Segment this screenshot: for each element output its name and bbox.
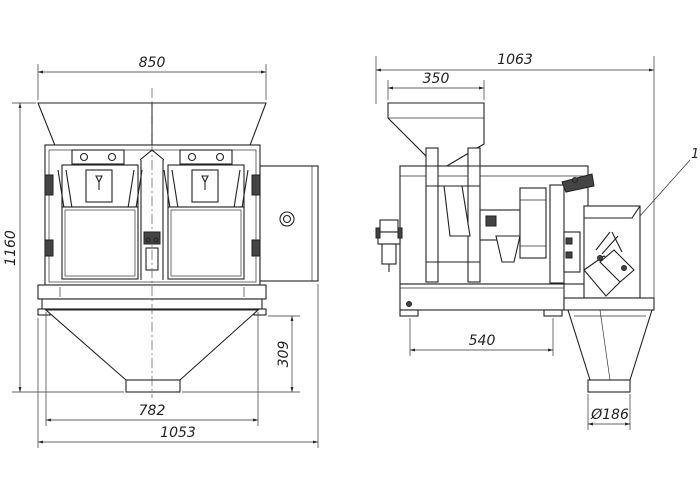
- side-air-filter: [375, 219, 403, 272]
- side-top-hopper: [387, 102, 485, 171]
- front-view: [37, 88, 319, 398]
- side-foot-right: [543, 309, 563, 317]
- dim-front-850: 850: [139, 55, 166, 71]
- front-right-weigh-hopper: [163, 149, 249, 280]
- dim-front-309: 309: [276, 341, 292, 368]
- side-weigh-mechanism: [443, 185, 547, 263]
- front-left-weigh-hopper: [57, 149, 143, 280]
- dim-side-1063: 1063: [497, 52, 533, 68]
- front-outlet: [125, 379, 181, 393]
- side-funnel-support: [563, 297, 655, 311]
- dim-side-diameter-186: Ø186: [590, 407, 629, 423]
- side-outlet: [587, 379, 631, 393]
- side-collecting-funnel: [567, 309, 653, 381]
- front-left-clamp: [44, 174, 54, 196]
- side-dimensions: 1063 350 540 Ø186: [375, 52, 655, 430]
- dim-side-540: 540: [469, 333, 496, 349]
- side-frame-post-left: [425, 147, 439, 283]
- front-control-knob-icon: [279, 211, 295, 227]
- front-dimensions: 850 1160 309 782 1053: [3, 55, 319, 448]
- dim-front-1053: 1053: [160, 425, 196, 441]
- dim-side-350: 350: [423, 71, 450, 87]
- part-callout-1: 1: [691, 147, 699, 162]
- side-view: 1: [375, 102, 699, 393]
- front-control-box: [259, 165, 319, 282]
- side-foot-left: [399, 309, 419, 317]
- side-control-column: [549, 184, 565, 284]
- side-gate-mechanism: [583, 231, 635, 297]
- side-top-clamp: [561, 173, 595, 193]
- front-right-clamp: [251, 174, 261, 196]
- dim-front-782: 782: [139, 403, 166, 419]
- dim-front-1160: 1160: [3, 230, 19, 266]
